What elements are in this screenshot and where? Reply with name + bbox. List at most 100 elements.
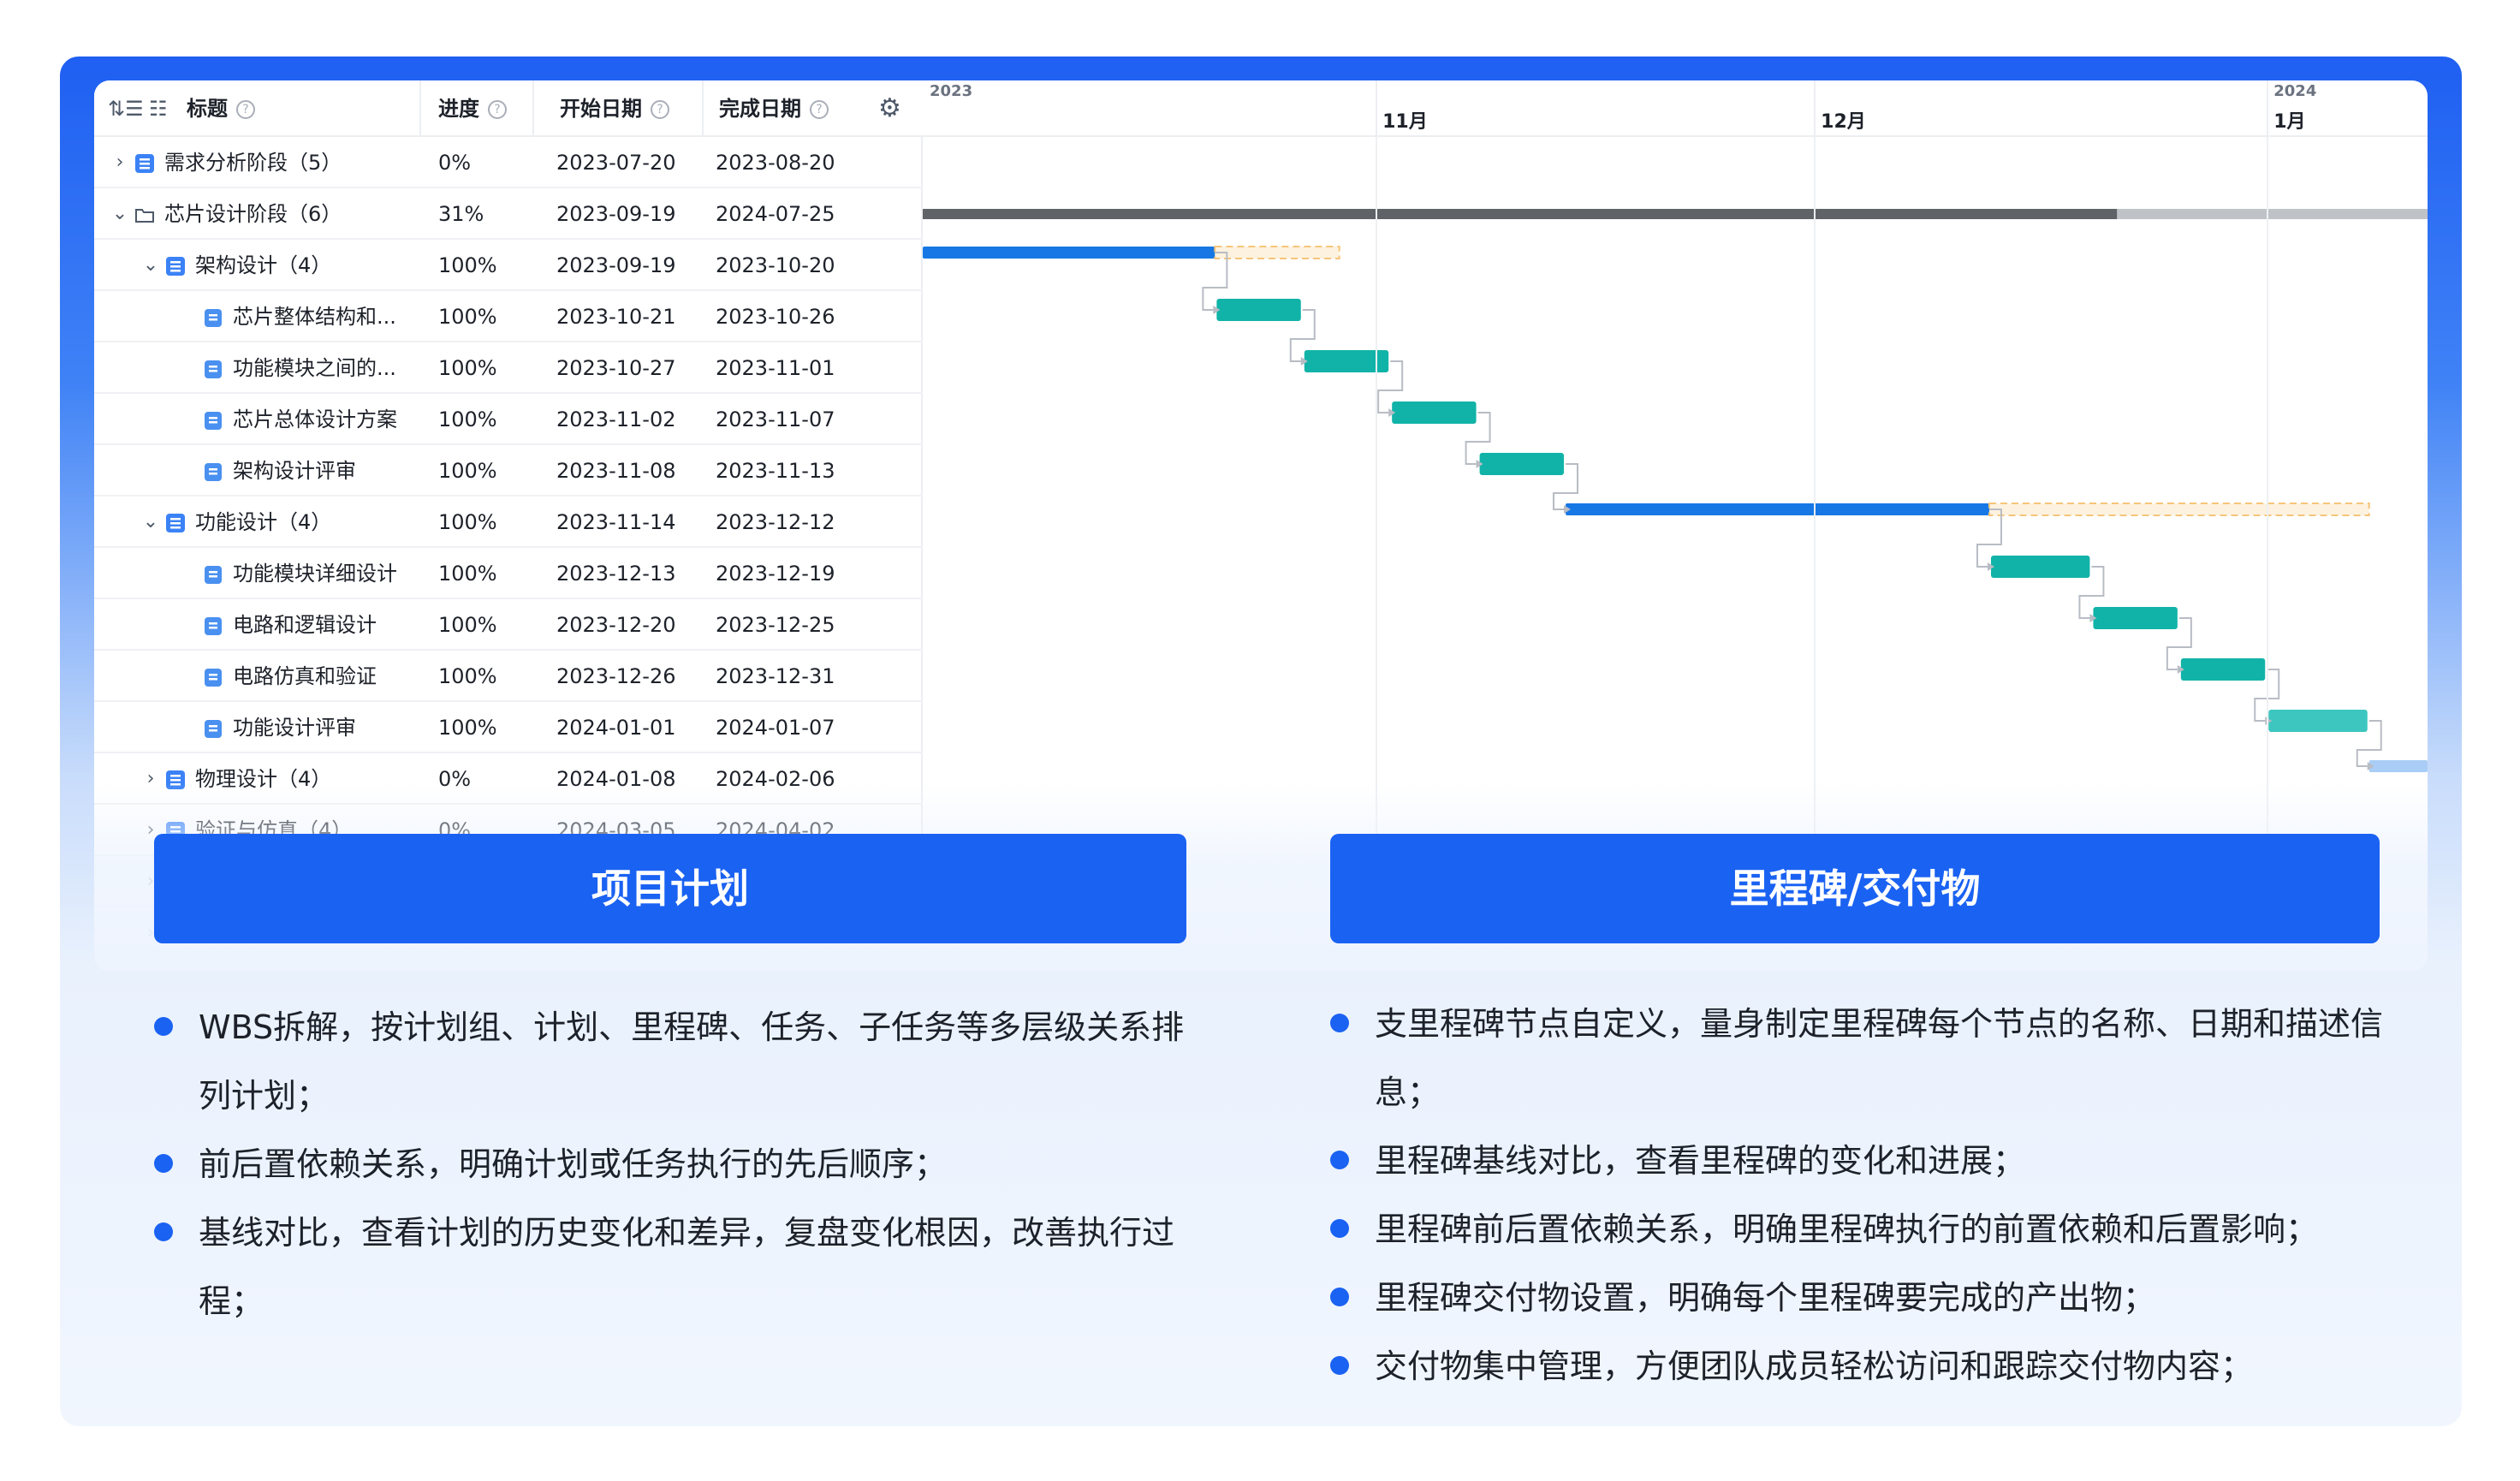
task-end-date: 2023-11-01 — [716, 356, 835, 380]
bullet-dot-icon — [154, 1222, 173, 1241]
help-icon: ? — [488, 100, 507, 119]
dependency-arrow — [2089, 614, 2097, 622]
plan-bar[interactable] — [1565, 503, 1989, 515]
column-end-header[interactable]: 完成日期? — [719, 80, 829, 137]
task-icon — [202, 358, 224, 380]
task-progress: 100% — [438, 305, 497, 329]
dependency-line — [1552, 463, 1578, 510]
summary-progress-bar[interactable] — [923, 209, 2118, 219]
dependency-arrow — [2367, 762, 2374, 770]
task-start-date: 2023-10-21 — [556, 305, 676, 329]
chevron-down-icon[interactable]: ⌄ — [142, 254, 159, 276]
task-start-date: 2023-11-02 — [556, 407, 676, 431]
collapse-all-icon[interactable]: ☷ — [149, 97, 168, 121]
dependency-arrow — [1987, 562, 1994, 571]
project-plan-list: WBS拆解，按计划组、计划、里程碑、任务、子任务等多层级关系排列计划；前后置依赖… — [154, 993, 1207, 1335]
task-icon — [202, 717, 224, 740]
dependency-line — [1465, 412, 1491, 465]
task-end-date: 2023-12-31 — [716, 664, 835, 688]
dependency-line — [2078, 566, 2105, 619]
task-title: 架构设计（4） — [195, 253, 332, 277]
list-item: 里程碑前后置依赖关系，明确里程碑执行的前置依赖和后置影响； — [1330, 1195, 2400, 1264]
task-icon — [202, 563, 224, 586]
task-end-date: 2023-10-26 — [716, 305, 835, 329]
task-end-date: 2023-10-20 — [716, 253, 835, 277]
task-progress: 100% — [438, 510, 497, 534]
chevron-right-icon[interactable]: › — [146, 768, 155, 789]
task-bar[interactable] — [2093, 607, 2178, 629]
project-plan-heading: 项目计划 — [154, 834, 1186, 943]
dependency-arrow — [1476, 460, 1483, 468]
task-end-date: 2023-12-25 — [716, 613, 835, 637]
help-icon: ? — [810, 100, 829, 119]
chevron-down-icon[interactable]: ⌄ — [142, 511, 159, 532]
bullet-dot-icon — [1330, 1288, 1349, 1306]
task-bar[interactable] — [1990, 556, 2090, 578]
table-row[interactable]: 芯片整体结构和... 100% 2023-10-21 2023-10-26 — [94, 291, 923, 342]
column-title-header[interactable]: 标题? — [187, 80, 255, 137]
task-progress: 0% — [438, 151, 472, 175]
milestone-deliverable-heading: 里程碑/交付物 — [1330, 834, 2380, 943]
dependency-arrow — [1563, 505, 1571, 514]
feature-frame: ⇅☰ ☷ 标题? 进度? 开始日期? 完成日期? ⚙ › 需求分析阶段（5） 0% 2… — [60, 57, 2462, 1426]
dependency-line — [1289, 309, 1316, 362]
milestone-list: 支里程碑节点自定义，量身制定里程碑每个节点的名称、日期和描述信息；里程碑基线对比… — [1330, 990, 2400, 1401]
task-bar[interactable] — [2268, 710, 2368, 732]
task-title: 芯片整体结构和... — [233, 305, 396, 329]
task-title: 架构设计评审 — [233, 459, 356, 483]
gantt-bars — [923, 209, 2428, 772]
task-end-date: 2023-12-12 — [716, 510, 835, 534]
plan-bar[interactable] — [923, 247, 1215, 259]
task-bar[interactable] — [1479, 453, 1564, 475]
bullet-dot-icon — [154, 1017, 173, 1036]
list-item: 基线对比，查看计划的历史变化和差异，复盘变化根因，改善执行过程； — [154, 1198, 1207, 1335]
task-title: 需求分析阶段（5） — [164, 151, 342, 175]
task-bar[interactable] — [1216, 299, 1301, 321]
dependency-arrow — [1213, 306, 1221, 314]
task-icon — [202, 306, 224, 329]
task-bar[interactable] — [2180, 658, 2266, 681]
settings-gear-icon[interactable]: ⚙ — [878, 93, 901, 123]
task-end-date: 2024-07-25 — [716, 202, 835, 226]
list-item: 里程碑交付物设置，明确每个里程碑要完成的产出物； — [1330, 1264, 2400, 1332]
chevron-down-icon[interactable]: ⌄ — [111, 203, 128, 224]
baseline-bar[interactable] — [1988, 503, 2370, 516]
plan-icon — [164, 512, 187, 534]
expand-all-icon[interactable]: ⇅☰ — [108, 97, 144, 121]
task-title: 功能设计（4） — [195, 510, 332, 534]
task-bar[interactable] — [1392, 401, 1477, 424]
bullet-dot-icon — [1330, 1219, 1349, 1238]
list-item: 交付物集中管理，方便团队成员轻松访问和跟踪交付物内容； — [1330, 1332, 2400, 1401]
plan-icon — [134, 152, 156, 175]
timeline-year-label: 2023 — [930, 82, 973, 100]
list-item: 支里程碑节点自定义，量身制定里程碑每个节点的名称、日期和描述信息； — [1330, 990, 2400, 1127]
help-icon: ? — [236, 100, 255, 119]
column-start-header[interactable]: 开始日期? — [560, 80, 669, 137]
plan-bar[interactable] — [2368, 760, 2428, 772]
folder-icon — [134, 204, 156, 226]
task-end-date: 2023-08-20 — [716, 151, 835, 175]
column-progress-header[interactable]: 进度? — [438, 80, 507, 137]
timeline-month-label: 11月 — [1382, 111, 1428, 133]
baseline-bar[interactable] — [1214, 246, 1340, 259]
task-end-date: 2023-12-19 — [716, 562, 835, 586]
task-title: 功能模块之间的... — [233, 356, 396, 380]
chevron-right-icon[interactable]: › — [116, 152, 124, 173]
list-item-text: 里程碑交付物设置，明确每个里程碑要完成的产出物； — [1375, 1279, 2156, 1317]
list-item-text: 交付物集中管理，方便团队成员轻松访问和跟踪交付物内容； — [1375, 1347, 2254, 1385]
task-bar[interactable] — [1304, 350, 1389, 372]
dependency-arrow — [2177, 665, 2184, 674]
task-start-date: 2023-12-20 — [556, 613, 676, 637]
